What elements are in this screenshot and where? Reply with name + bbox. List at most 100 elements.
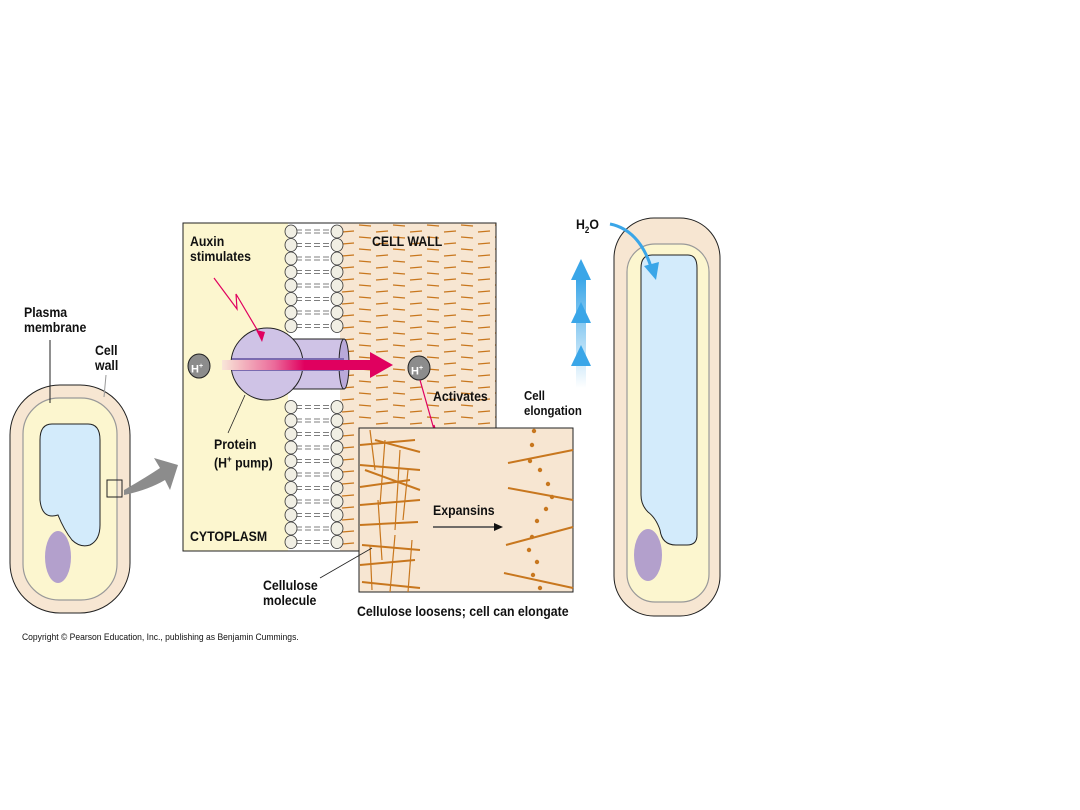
broken-crosslink	[527, 458, 533, 464]
lipid-head	[330, 413, 344, 428]
copyright-notice: Copyright © Pearson Education, Inc., pub…	[22, 632, 299, 643]
lipid-head	[330, 319, 344, 333]
lipid-head	[330, 238, 344, 252]
cellulose-loosens-caption: Cellulose loosens; cell can elongate	[357, 603, 569, 619]
cellulose-fiber	[359, 499, 421, 506]
lipid-head	[284, 494, 298, 509]
cellulose-crosslink	[369, 544, 373, 591]
lipid-head	[284, 224, 298, 239]
auxin-signal-arrow	[213, 277, 263, 339]
magnify-box	[106, 479, 123, 498]
proton-arrow-head	[370, 352, 393, 378]
activates-label: Activates	[433, 388, 488, 404]
lipid-head	[330, 400, 344, 414]
water-label: H2O	[576, 216, 599, 235]
broken-crosslink	[530, 572, 536, 578]
lipid-head	[284, 292, 298, 306]
cellulose-molecule-label: Cellulose molecule	[263, 577, 318, 608]
cytoplasm-label: CYTOPLASM	[190, 528, 268, 544]
cellulose-fiber	[374, 439, 421, 453]
lipid-head	[284, 319, 298, 333]
cellulose-dense-network	[359, 429, 421, 593]
cellulose-fiber	[507, 487, 574, 501]
cellulose-fiber	[505, 526, 574, 546]
right-vacuole	[640, 254, 698, 546]
cellulose-fiber	[507, 449, 574, 464]
left-nucleus	[45, 531, 71, 583]
cell-elongation-label: Cell elongation	[524, 388, 582, 418]
lipid-head	[284, 508, 298, 522]
cell-wall-label: Cell wall	[95, 342, 119, 373]
lipid-bilayer	[284, 224, 344, 549]
cellulose-fiber	[359, 559, 416, 566]
lipid-head	[330, 535, 344, 549]
lipid-head	[330, 278, 344, 293]
right-cell	[613, 217, 721, 617]
water-influx-arrow	[609, 222, 654, 271]
broken-crosslink	[534, 559, 540, 565]
cellulose-crosslink	[394, 449, 401, 531]
h-ion-wall-label: H+	[411, 365, 424, 378]
cellulose-fiber	[361, 544, 421, 551]
lipid-head	[330, 265, 344, 279]
broken-crosslink	[545, 481, 551, 487]
lipid-head	[284, 305, 298, 320]
broken-crosslink	[537, 585, 543, 591]
lipid-head	[330, 454, 344, 468]
zoom-arrow-icon	[124, 458, 178, 495]
lipid-head	[330, 494, 344, 509]
broken-crosslink	[526, 547, 532, 553]
broken-crosslink	[549, 494, 555, 500]
lipid-head	[284, 454, 298, 468]
right-nucleus	[634, 529, 662, 581]
lipid-head	[284, 238, 298, 252]
h-ion-cell-wall	[407, 355, 431, 381]
cell-wall-pointer	[103, 374, 107, 398]
lipid-head	[330, 251, 344, 266]
h-ion-cytoplasm	[187, 353, 211, 379]
left-cell	[9, 340, 131, 614]
broken-crosslink	[534, 518, 540, 524]
lipid-head	[284, 467, 298, 482]
lipid-head	[330, 305, 344, 320]
cellulose-fiber	[503, 572, 574, 589]
proton-flow-arrow	[222, 360, 372, 370]
plasma-membrane-label: Plasma membrane	[24, 304, 87, 335]
lipid-head	[330, 224, 344, 239]
broken-crosslink	[531, 428, 537, 434]
cellulose-crosslink	[369, 429, 376, 471]
broken-crosslink	[529, 442, 535, 448]
lipid-head	[284, 278, 298, 293]
auxin-label: Auxin stimulates	[190, 233, 251, 264]
lipid-head	[284, 481, 298, 495]
cellulose-crosslink	[379, 439, 386, 506]
lipid-head	[284, 427, 298, 441]
cellulose-pointer	[319, 547, 373, 579]
left-vacuole	[39, 423, 101, 547]
cell-wall-region-label: CELL WALL	[372, 233, 443, 249]
lipid-head	[284, 440, 298, 455]
broken-crosslink	[543, 506, 549, 512]
elongation-arrows	[571, 259, 591, 388]
cellulose-fiber	[359, 464, 421, 471]
h-ion-cytoplasm-label: H+	[191, 363, 204, 376]
lipid-head	[330, 440, 344, 455]
cellulose-crosslink	[377, 499, 383, 561]
broken-crosslink	[529, 534, 535, 540]
lipid-head	[284, 400, 298, 414]
cellulose-loose-network	[503, 428, 574, 591]
cellulose-fiber	[364, 469, 421, 491]
lipid-head	[330, 481, 344, 495]
expansins-label: Expansins	[433, 502, 495, 518]
cellulose-fiber	[359, 521, 419, 526]
lipid-head	[330, 292, 344, 306]
cellulose-crosslink	[407, 539, 413, 593]
protein-label: Protein (H+ pump)	[214, 436, 273, 471]
broken-crosslink	[537, 467, 543, 473]
cellulose-crosslink	[389, 534, 396, 593]
lipid-head	[330, 467, 344, 482]
cellulose-fiber	[359, 479, 411, 488]
lipid-head	[330, 508, 344, 522]
lipid-head	[284, 521, 298, 536]
